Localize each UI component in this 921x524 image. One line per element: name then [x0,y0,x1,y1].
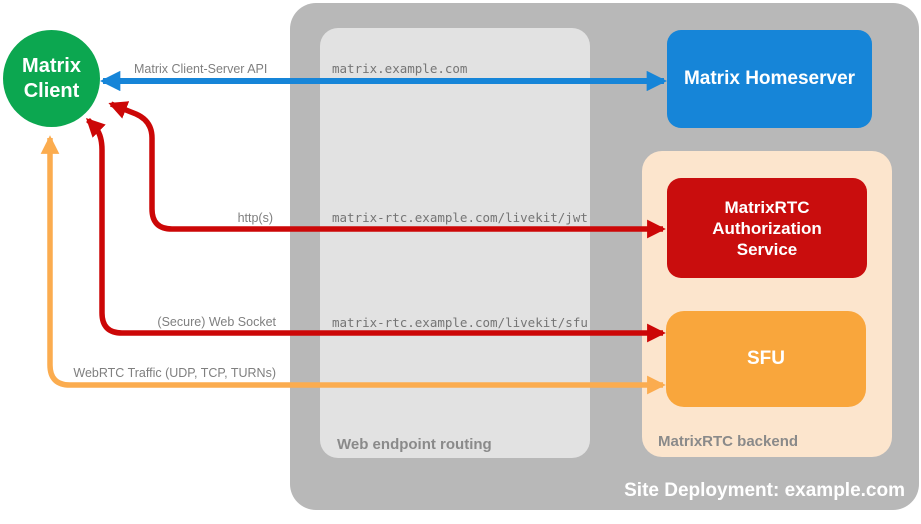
websocket-arrow-label: (Secure) Web Socket [157,315,276,329]
matrix-client-label-line1: Matrix [22,54,81,77]
client-server-api-arrow-label: Matrix Client-Server API [134,62,268,76]
http-arrow-label: http(s) [237,211,273,225]
matrix-homeserver-node: Matrix Homeserver [667,30,872,128]
auth-service-label-line3: Service [736,239,798,259]
matrixrtc-backend-label: MatrixRTC backend [658,433,799,450]
sfu-endpoint-label: matrix-rtc.example.com/livekit/sfu [332,315,588,330]
sfu-label: SFU [747,348,785,369]
matrix-homeserver-label: Matrix Homeserver [683,68,856,89]
matrixrtc-authorization-service-node: MatrixRTC Authorization Service [667,178,867,278]
homeserver-endpoint-label: matrix.example.com [332,61,468,76]
web-endpoint-routing-label: Web endpoint routing [337,436,492,453]
webrtc-traffic-arrow-label: WebRTC Traffic (UDP, TCP, TURNs) [73,366,276,380]
site-deployment-label: Site Deployment: example.com [624,480,905,501]
web-endpoint-routing-container [320,28,590,458]
auth-service-label-line1: MatrixRTC [724,197,810,217]
jwt-endpoint-label: matrix-rtc.example.com/livekit/jwt [332,210,588,225]
matrix-client-node: Matrix Client [3,30,100,127]
auth-service-label-line2: Authorization [712,218,822,238]
matrix-client-label-line2: Client [23,79,80,102]
sfu-node: SFU [666,311,866,407]
